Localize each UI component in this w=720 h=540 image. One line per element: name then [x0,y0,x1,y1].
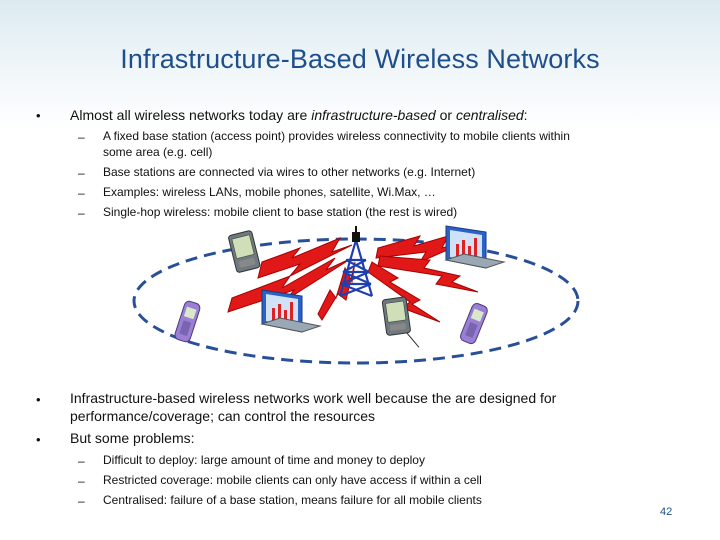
subitem-single-hop: Single-hop wireless: mobile client to ba… [103,205,458,219]
intro-text: Almost all wireless networks today are [70,107,312,123]
works-well-line-1: Infrastructure-based wireless networks w… [70,390,557,406]
laptop-icon [444,225,506,269]
dash-marker: – [78,474,85,488]
bullet-works-well: Infrastructure-based wireless networks w… [70,389,670,425]
problem-restricted-coverage: Restricted coverage: mobile clients can … [103,473,482,487]
bullet-infrastructure-intro: Almost all wireless networks today are i… [70,106,670,124]
lightning-bolt [257,236,353,279]
intro-italic-centralised: centralised [455,107,524,123]
slide-title: Infrastructure-Based Wireless Networks [120,44,600,74]
dash-marker: – [78,454,85,468]
subitem-wired-connections: Base stations are connected via wires to… [103,165,476,179]
intro-or: or [435,107,456,123]
dash-marker: – [78,130,85,144]
dash-marker: – [78,166,85,180]
subitem-fixed-base-station: A fixed base station (access point) prov… [103,129,570,143]
problem-difficult-deploy: Difficult to deploy: large amount of tim… [103,453,425,467]
subitem-examples: Examples: wireless LANs, mobile phones, … [103,185,436,199]
lightning-bolt [377,255,479,293]
page-number: 42 [660,506,673,518]
bullet-problems: But some problems: [70,430,195,446]
antenna-icon [352,226,360,242]
subitem-fixed-base-station-cont: some area (e.g. cell) [103,145,213,159]
lightning-bolt [227,257,353,313]
bullet-marker: • [36,108,41,123]
dash-marker: – [78,206,85,220]
wireless-links [227,235,479,323]
bullet-marker: • [36,392,41,407]
intro-italic-infrastructure: infrastructure-based [311,107,436,123]
lightning-bolt [367,261,441,323]
cell-boundary [132,237,580,365]
laptop-icon [260,289,322,333]
dash-marker: – [78,186,85,200]
problem-centralised-failure: Centralised: failure of a base station, … [103,493,482,507]
pda-icon [228,230,261,273]
mobile-phone-icon [174,300,201,343]
works-well-line-2: performance/coverage; can control the re… [70,408,376,424]
dash-marker: – [78,494,85,508]
pda-icon [381,296,420,348]
base-station-tower-icon [338,239,374,298]
mobile-phone-icon [460,303,488,345]
intro-colon: : [523,107,528,123]
bullet-marker: • [36,432,41,447]
